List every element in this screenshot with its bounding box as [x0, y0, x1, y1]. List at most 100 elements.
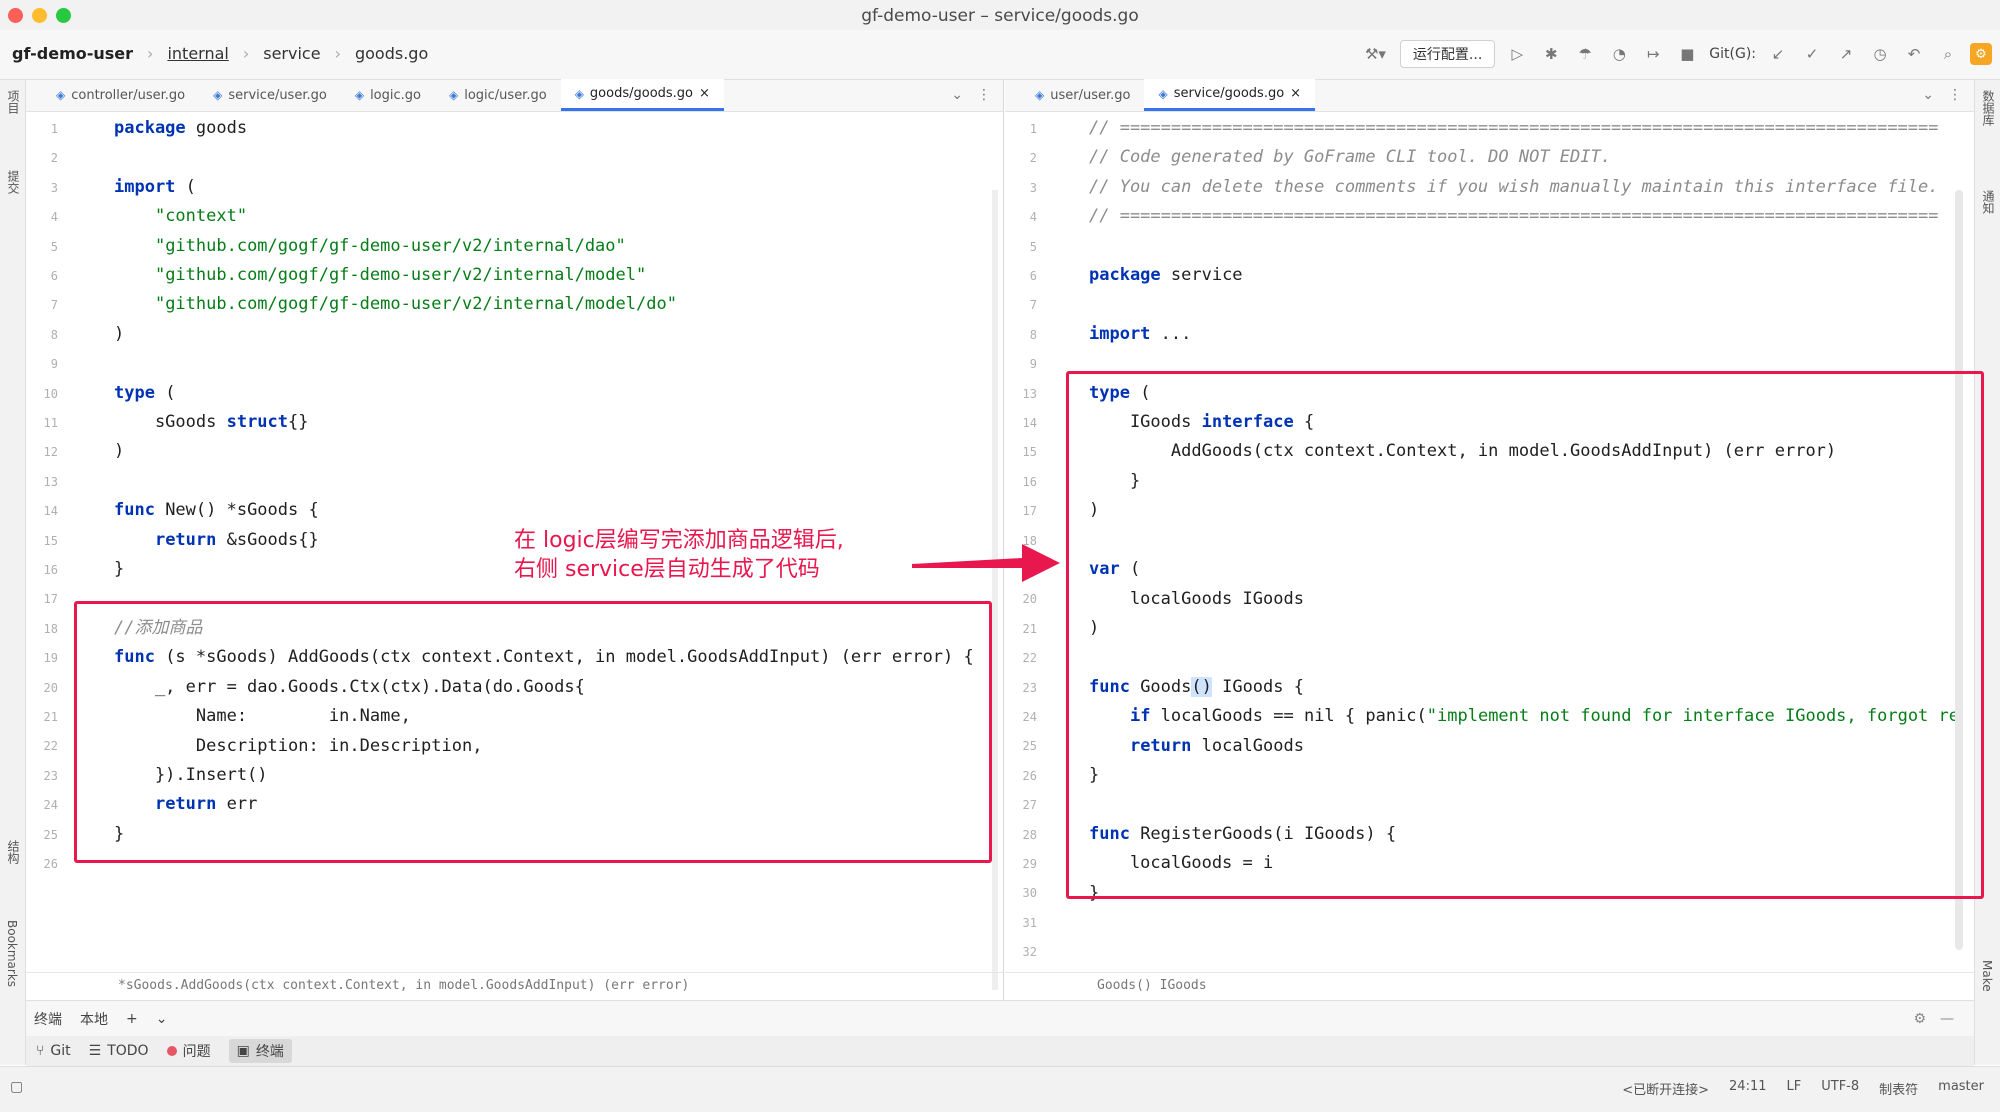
attach-icon[interactable]: ↦	[1646, 45, 1660, 63]
code-line[interactable]: func (s *sGoods) AddGoods(ctx context.Co…	[114, 647, 974, 668]
code-line[interactable]: func New() *sGoods {	[114, 500, 319, 521]
code-line[interactable]: }	[114, 823, 125, 844]
code-line[interactable]: type (	[114, 382, 176, 403]
code-line[interactable]: localGoods IGoods	[1089, 588, 1304, 609]
commit-icon[interactable]: ✓	[1805, 45, 1819, 63]
code-line[interactable]: localGoods = i	[1089, 853, 1274, 874]
status-item[interactable]: 制表符	[1879, 1083, 1919, 1098]
stop-icon[interactable]: ■	[1680, 45, 1695, 63]
options-icon[interactable]: ⋮	[977, 87, 991, 103]
code-line[interactable]: }	[114, 559, 125, 580]
problems-tool-window[interactable]: 问题	[166, 1041, 211, 1061]
code-line[interactable]: func RegisterGoods(i IGoods) {	[1089, 823, 1397, 844]
code-line[interactable]: "context"	[154, 206, 248, 227]
code-line[interactable]: // You can delete these comments if you …	[1089, 176, 1939, 197]
build-icon[interactable]: ⚒▾	[1364, 45, 1386, 63]
commit-tool-button[interactable]: 提交	[6, 170, 20, 194]
code-line[interactable]: }	[1089, 470, 1141, 491]
right-editor-tab[interactable]: ◈service/goods.go×	[1144, 79, 1316, 111]
status-item[interactable]: master	[1938, 1079, 1984, 1094]
code-line[interactable]: AddGoods(ctx context.Context, in model.G…	[1089, 441, 1837, 462]
close-tab-icon[interactable]: ×	[1290, 86, 1302, 101]
status-item[interactable]: 24:11	[1729, 1079, 1767, 1094]
more-tabs-icon[interactable]: ⌄	[951, 87, 963, 103]
code-line[interactable]: if localGoods == nil { panic("implement …	[1129, 706, 1961, 727]
right-scrollbar[interactable]	[1955, 190, 1963, 950]
code-line[interactable]: sGoods struct{}	[114, 412, 309, 433]
code-line[interactable]: return err	[154, 794, 258, 815]
debug-icon[interactable]: ✱	[1544, 45, 1558, 63]
todo-tool-window[interactable]: ☰TODO	[88, 1043, 149, 1059]
code-line[interactable]: package service	[1089, 265, 1243, 286]
database-tool-button[interactable]: 数据库	[1981, 90, 1995, 126]
options-icon[interactable]: ⋮	[1948, 87, 1962, 103]
left-editor-tab[interactable]: ◈goods/goods.go×	[560, 79, 724, 111]
code-line[interactable]: )	[114, 323, 125, 344]
left-editor-tab[interactable]: ◈logic/user.go	[435, 79, 561, 111]
code-line[interactable]: func Goods() IGoods {	[1089, 676, 1304, 697]
terminal-dropdown-button[interactable]: ⌄	[155, 1010, 168, 1027]
code-line[interactable]: import (	[114, 176, 196, 197]
hide-panel-icon[interactable]: —	[1940, 1010, 1954, 1027]
breadcrumb-project[interactable]: gf-demo-user	[12, 44, 134, 63]
code-line[interactable]: //添加商品	[114, 617, 203, 638]
notifications-tool-button[interactable]: 通知	[1981, 190, 1995, 214]
code-line[interactable]: )	[114, 441, 125, 462]
settings-icon[interactable]: ⚙	[1970, 43, 1992, 65]
zoom-window-button[interactable]	[56, 8, 71, 23]
minimize-window-button[interactable]	[32, 8, 47, 23]
code-line[interactable]: // Code generated by GoFrame CLI tool. D…	[1089, 147, 1611, 168]
run-configuration-select[interactable]: 运行配置...	[1399, 40, 1496, 68]
code-line[interactable]: "github.com/gogf/gf-demo-user/v2/interna…	[154, 294, 677, 315]
right-editor-tab[interactable]: ◈user/user.go	[1021, 79, 1144, 111]
code-line[interactable]: }	[1089, 764, 1100, 785]
right-code-editor[interactable]: // =====================================…	[1089, 112, 1961, 967]
close-window-button[interactable]	[8, 8, 23, 23]
git-tool-window[interactable]: ⑂Git	[36, 1043, 71, 1059]
layout-icon[interactable]: ▢	[10, 1079, 24, 1095]
run-icon[interactable]: ▷	[1511, 45, 1524, 63]
left-editor-tab[interactable]: ◈logic.go	[341, 79, 435, 111]
code-line[interactable]: )	[1089, 617, 1100, 638]
left-editor-tab[interactable]: ◈service/user.go	[199, 79, 341, 111]
status-item[interactable]: <已断开连接>	[1622, 1083, 1710, 1098]
project-tool-button[interactable]: 项目	[6, 90, 20, 114]
left-code-editor[interactable]: package goods import ( "context" "github…	[114, 112, 1004, 879]
status-item[interactable]: LF	[1786, 1079, 1802, 1094]
code-line[interactable]: Description: in.Description,	[114, 735, 483, 756]
breadcrumb-internal[interactable]: internal	[167, 44, 229, 63]
update-project-icon[interactable]: ↙	[1771, 45, 1785, 63]
code-line[interactable]: var (	[1089, 559, 1141, 580]
new-terminal-button[interactable]: +	[126, 1010, 138, 1027]
settings-icon[interactable]: ⚙	[1913, 1010, 1926, 1027]
code-line[interactable]	[1089, 937, 1961, 966]
terminal-tool-window[interactable]: ▣终端	[228, 1039, 292, 1063]
left-scrollbar[interactable]	[992, 190, 998, 990]
code-line[interactable]: "github.com/gogf/gf-demo-user/v2/interna…	[154, 235, 626, 256]
code-line[interactable]: return &sGoods{}	[154, 529, 319, 550]
undo-icon[interactable]: ↶	[1907, 45, 1921, 63]
profile-icon[interactable]: ◔	[1612, 45, 1626, 63]
code-line[interactable]	[114, 143, 1004, 172]
terminal-tab-local[interactable]: 本地	[80, 1011, 108, 1028]
make-tool-button[interactable]: Make	[1980, 960, 1994, 992]
breadcrumb-file[interactable]: goods.go	[354, 44, 429, 63]
code-line[interactable]: }	[1089, 882, 1100, 903]
code-line[interactable]: package goods	[114, 118, 248, 138]
code-line[interactable]: Name: in.Name,	[114, 706, 411, 727]
code-line[interactable]	[1089, 232, 1961, 261]
code-line[interactable]: // =====================================…	[1089, 206, 1939, 227]
structure-tool-button[interactable]: 结构	[6, 840, 20, 864]
search-icon[interactable]: ⌕	[1943, 45, 1953, 63]
code-line[interactable]: _, err = dao.Goods.Ctx(ctx).Data(do.Good…	[114, 676, 585, 697]
push-icon[interactable]: ↗	[1839, 45, 1853, 63]
bookmarks-tool-button[interactable]: Bookmarks	[5, 920, 19, 988]
code-line[interactable]: // =====================================…	[1089, 118, 1939, 138]
code-line[interactable]: }).Insert()	[114, 764, 268, 785]
code-line[interactable]: )	[1089, 500, 1100, 521]
code-line[interactable]: IGoods interface {	[1089, 412, 1315, 433]
coverage-icon[interactable]: ☂	[1578, 45, 1592, 63]
close-tab-icon[interactable]: ×	[699, 86, 710, 101]
breadcrumb-service[interactable]: service	[263, 44, 321, 63]
code-line[interactable]: "github.com/gogf/gf-demo-user/v2/interna…	[154, 265, 647, 286]
